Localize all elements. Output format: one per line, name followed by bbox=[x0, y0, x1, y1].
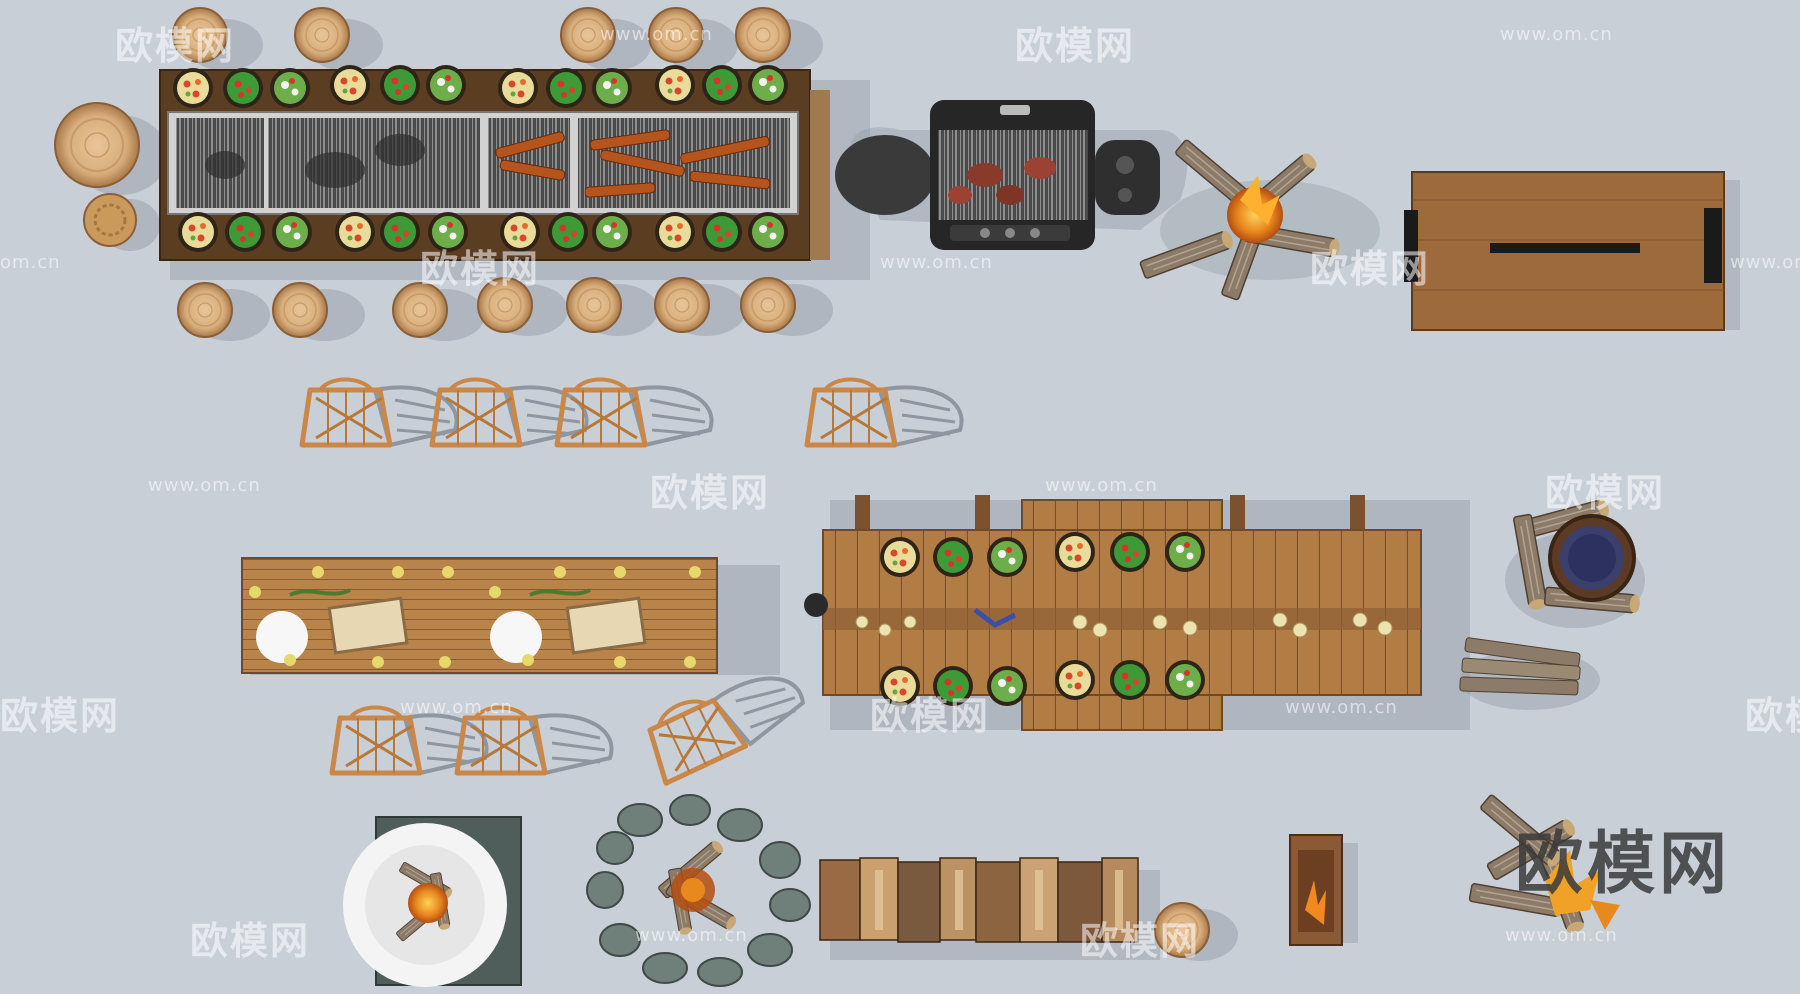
watermark-brand-large: 欧模网 bbox=[1515, 825, 1732, 904]
stump-bottom bbox=[1154, 902, 1238, 961]
kettle-gas-grill bbox=[835, 100, 1188, 250]
rattan-chairs-row bbox=[302, 380, 964, 446]
dining-table-small bbox=[241, 557, 780, 675]
corner-campfire bbox=[1468, 793, 1620, 936]
long-bbq-grill-with-plates bbox=[159, 65, 870, 280]
dining-table-large bbox=[804, 495, 1470, 731]
single-log-fire bbox=[1289, 834, 1358, 946]
stumps-row-below-grill bbox=[177, 277, 833, 341]
stumps-row-top bbox=[172, 7, 823, 71]
stone-ring-firepit bbox=[586, 794, 811, 987]
big-stump-left bbox=[54, 102, 168, 195]
rattan-chairs-lower bbox=[332, 661, 813, 783]
log-pile bbox=[1459, 637, 1600, 710]
firepit-round-with-logs bbox=[1505, 497, 1645, 628]
round-firepit-on-slab bbox=[343, 816, 522, 987]
split-log-stack bbox=[819, 857, 1160, 960]
wicker-stool bbox=[83, 193, 160, 251]
campfire-crossed-logs bbox=[1138, 138, 1380, 302]
wooden-fire-table bbox=[1404, 171, 1740, 331]
